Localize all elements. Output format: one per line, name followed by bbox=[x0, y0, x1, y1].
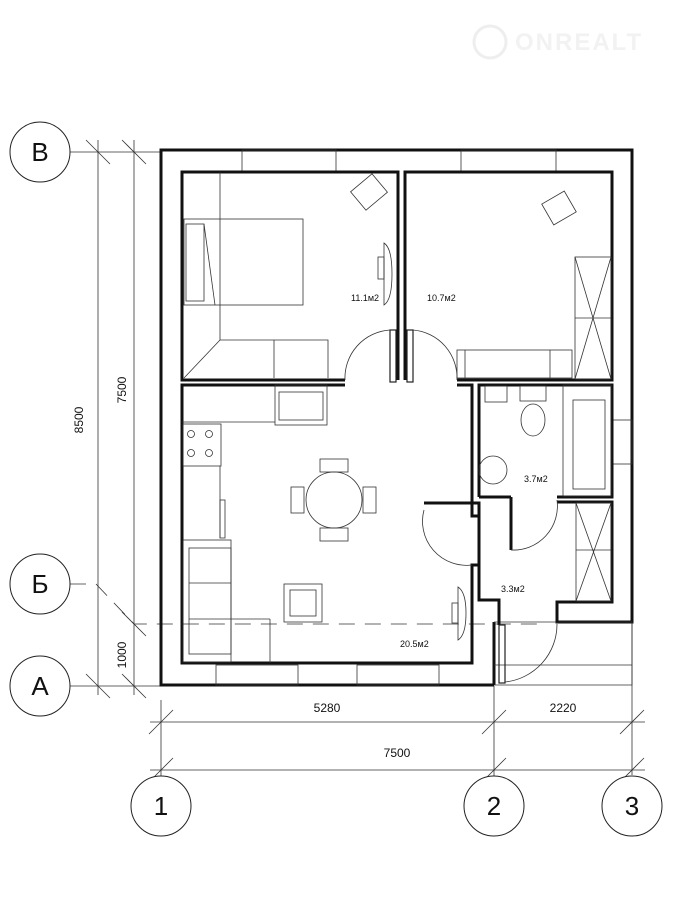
axis-marker-2: 2 bbox=[463, 775, 525, 837]
axis-marker-a: А bbox=[9, 655, 71, 717]
room-area-bathroom: 3.7м2 bbox=[524, 474, 548, 484]
svg-text:В: В bbox=[31, 137, 48, 167]
axis-marker-v: В bbox=[9, 121, 71, 183]
watermark-text: ONREALT bbox=[515, 29, 643, 56]
dimension-vertical-small: 1000 bbox=[115, 641, 129, 668]
tv bbox=[383, 242, 393, 306]
dimension-lines bbox=[70, 139, 645, 783]
axis-marker-3: 3 bbox=[601, 775, 663, 837]
crib bbox=[456, 349, 573, 379]
svg-text:А: А bbox=[31, 671, 49, 701]
chair bbox=[541, 190, 577, 226]
toilet bbox=[519, 385, 547, 402]
dimension-horizontal-left: 5280 bbox=[314, 701, 341, 715]
svg-text:2: 2 bbox=[487, 791, 501, 821]
washbasin bbox=[478, 455, 508, 485]
house-icon bbox=[472, 24, 508, 60]
dimension-vertical-main: 7500 bbox=[115, 376, 129, 403]
chair bbox=[349, 173, 389, 211]
room-area-bedroom-2: 10.7м2 bbox=[427, 293, 456, 303]
hall-wardrobe bbox=[575, 502, 612, 602]
axis-marker-1: 1 bbox=[130, 775, 192, 837]
watermark-logo: ONREALT bbox=[472, 24, 643, 60]
bed bbox=[183, 218, 304, 306]
furniture bbox=[182, 172, 612, 663]
sink bbox=[274, 384, 328, 426]
room-area-kitchen-living: 20.5м2 bbox=[400, 639, 429, 649]
svg-text:Б: Б bbox=[31, 569, 48, 599]
interior-walls bbox=[180, 170, 614, 684]
dimension-vertical-total: 8500 bbox=[72, 406, 86, 433]
stove bbox=[182, 423, 222, 467]
room-area-hallway: 3.3м2 bbox=[501, 584, 525, 594]
tv bbox=[457, 586, 467, 641]
room-area-bedroom-1: 11.1м2 bbox=[351, 293, 379, 303]
axis-marker-b: Б bbox=[9, 553, 71, 615]
dimension-horizontal-total: 7500 bbox=[384, 746, 411, 760]
ottoman bbox=[283, 583, 323, 623]
svg-text:1: 1 bbox=[154, 791, 168, 821]
dining-table bbox=[305, 471, 363, 529]
dimension-horizontal-right: 2220 bbox=[550, 701, 577, 715]
sofa bbox=[182, 539, 232, 663]
bathtub bbox=[562, 384, 612, 497]
svg-text:3: 3 bbox=[625, 791, 639, 821]
